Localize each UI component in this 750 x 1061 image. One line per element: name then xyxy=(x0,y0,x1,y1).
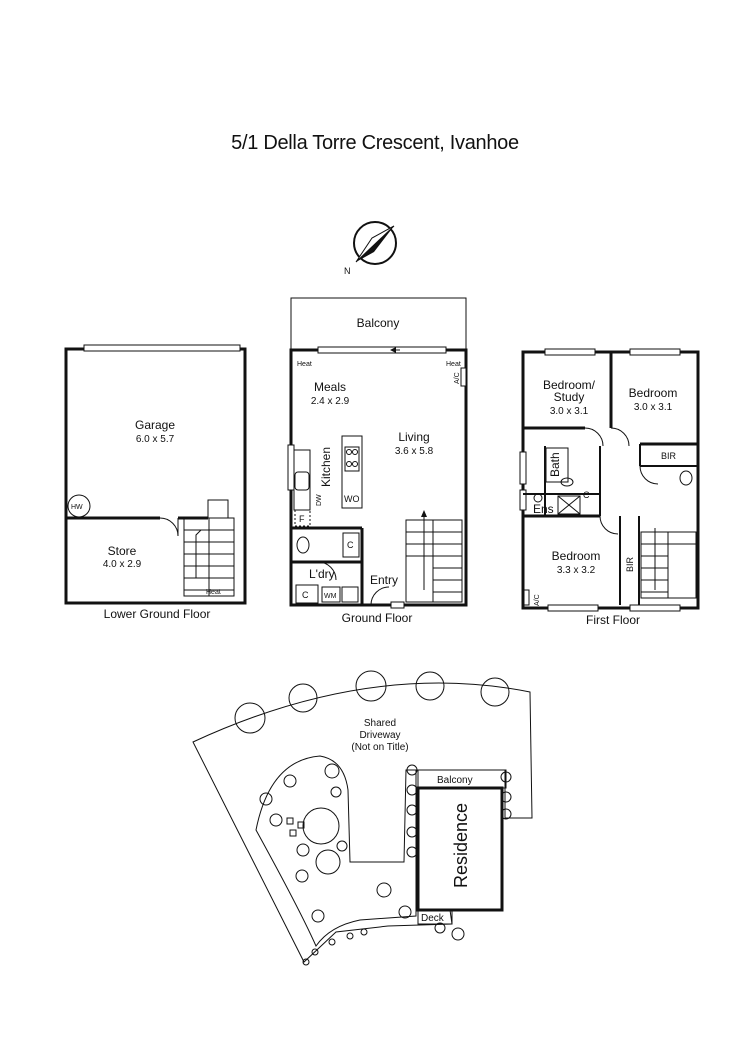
first-ac-label: A/C xyxy=(534,594,541,606)
residence-label: Residence xyxy=(451,803,471,888)
bedroom-study-label-line2: Study xyxy=(554,390,585,404)
site-plan: Shared Driveway (Not on Title) Balcony R… xyxy=(192,670,533,966)
compass-north-label: N xyxy=(344,266,351,276)
lower-ground-floor-plan: HW Heat Garage 6.0 x 5.7 Store 4.0 x 2.9 xyxy=(64,344,247,605)
ac-label: A/C xyxy=(454,372,461,384)
first-floor-label: First Floor xyxy=(586,613,640,627)
bedroom-2-dimensions: 3.0 x 3.1 xyxy=(634,402,673,413)
fridge-label: F xyxy=(299,514,305,524)
hot-water-label: HW xyxy=(71,504,83,511)
wall-oven-label: WO xyxy=(344,494,360,504)
living-dimensions: 3.6 x 5.8 xyxy=(395,446,434,457)
compass-icon xyxy=(353,221,397,265)
balcony-label: Balcony xyxy=(357,316,400,330)
lower-ground-floor-label: Lower Ground Floor xyxy=(104,607,211,621)
store-label: Store xyxy=(108,544,137,558)
living-label: Living xyxy=(398,430,429,444)
washing-machine-label: WM xyxy=(324,593,337,600)
bedroom-study-dimensions: 3.0 x 3.1 xyxy=(550,406,589,417)
driveway-label-line1: Shared xyxy=(364,718,396,729)
bir-label-2: BIR xyxy=(625,556,635,572)
entry-label: Entry xyxy=(370,573,398,587)
first-cupboard-label: C xyxy=(583,490,590,500)
cupboard-label-2: C xyxy=(302,590,309,600)
store-dimensions: 4.0 x 2.9 xyxy=(103,559,142,570)
ground-floor-plan: Heat Heat A/C Balcony Meals 2.4 x 2.9 Li… xyxy=(287,297,468,609)
laundry-label: L'dry xyxy=(309,567,335,581)
kitchen-label: Kitchen xyxy=(319,447,333,487)
deck-label: Deck xyxy=(421,913,445,924)
heat-left-label: Heat xyxy=(297,361,312,368)
bir-label-1: BIR xyxy=(661,451,677,461)
heat-right-label: Heat xyxy=(446,361,461,368)
garage-dimensions: 6.0 x 5.7 xyxy=(136,434,175,445)
cupboard-label-1: C xyxy=(347,540,354,550)
first-floor-plan: Bedroom/ Study 3.0 x 3.1 Bedroom 3.0 x 3… xyxy=(519,348,700,612)
dishwasher-label: DW xyxy=(316,494,323,506)
ground-floor-label: Ground Floor xyxy=(342,611,413,625)
meals-dimensions: 2.4 x 2.9 xyxy=(311,396,350,407)
ensuite-label: Ens xyxy=(533,502,554,516)
page-title: 5/1 Della Torre Crescent, Ivanhoe xyxy=(231,132,519,154)
bath-label: Bath xyxy=(548,452,562,477)
bedroom-3-label: Bedroom xyxy=(552,549,601,563)
heat-label: Heat xyxy=(206,589,221,596)
bedroom-3-dimensions: 3.3 x 3.2 xyxy=(557,565,596,576)
garage-label: Garage xyxy=(135,418,175,432)
site-balcony-label: Balcony xyxy=(437,775,473,786)
driveway-label-line3: (Not on Title) xyxy=(351,742,408,753)
bedroom-2-label: Bedroom xyxy=(629,386,678,400)
meals-label: Meals xyxy=(314,380,346,394)
driveway-label-line2: Driveway xyxy=(359,730,400,741)
bedroom-study-label-line1: Bedroom/ xyxy=(543,378,596,392)
